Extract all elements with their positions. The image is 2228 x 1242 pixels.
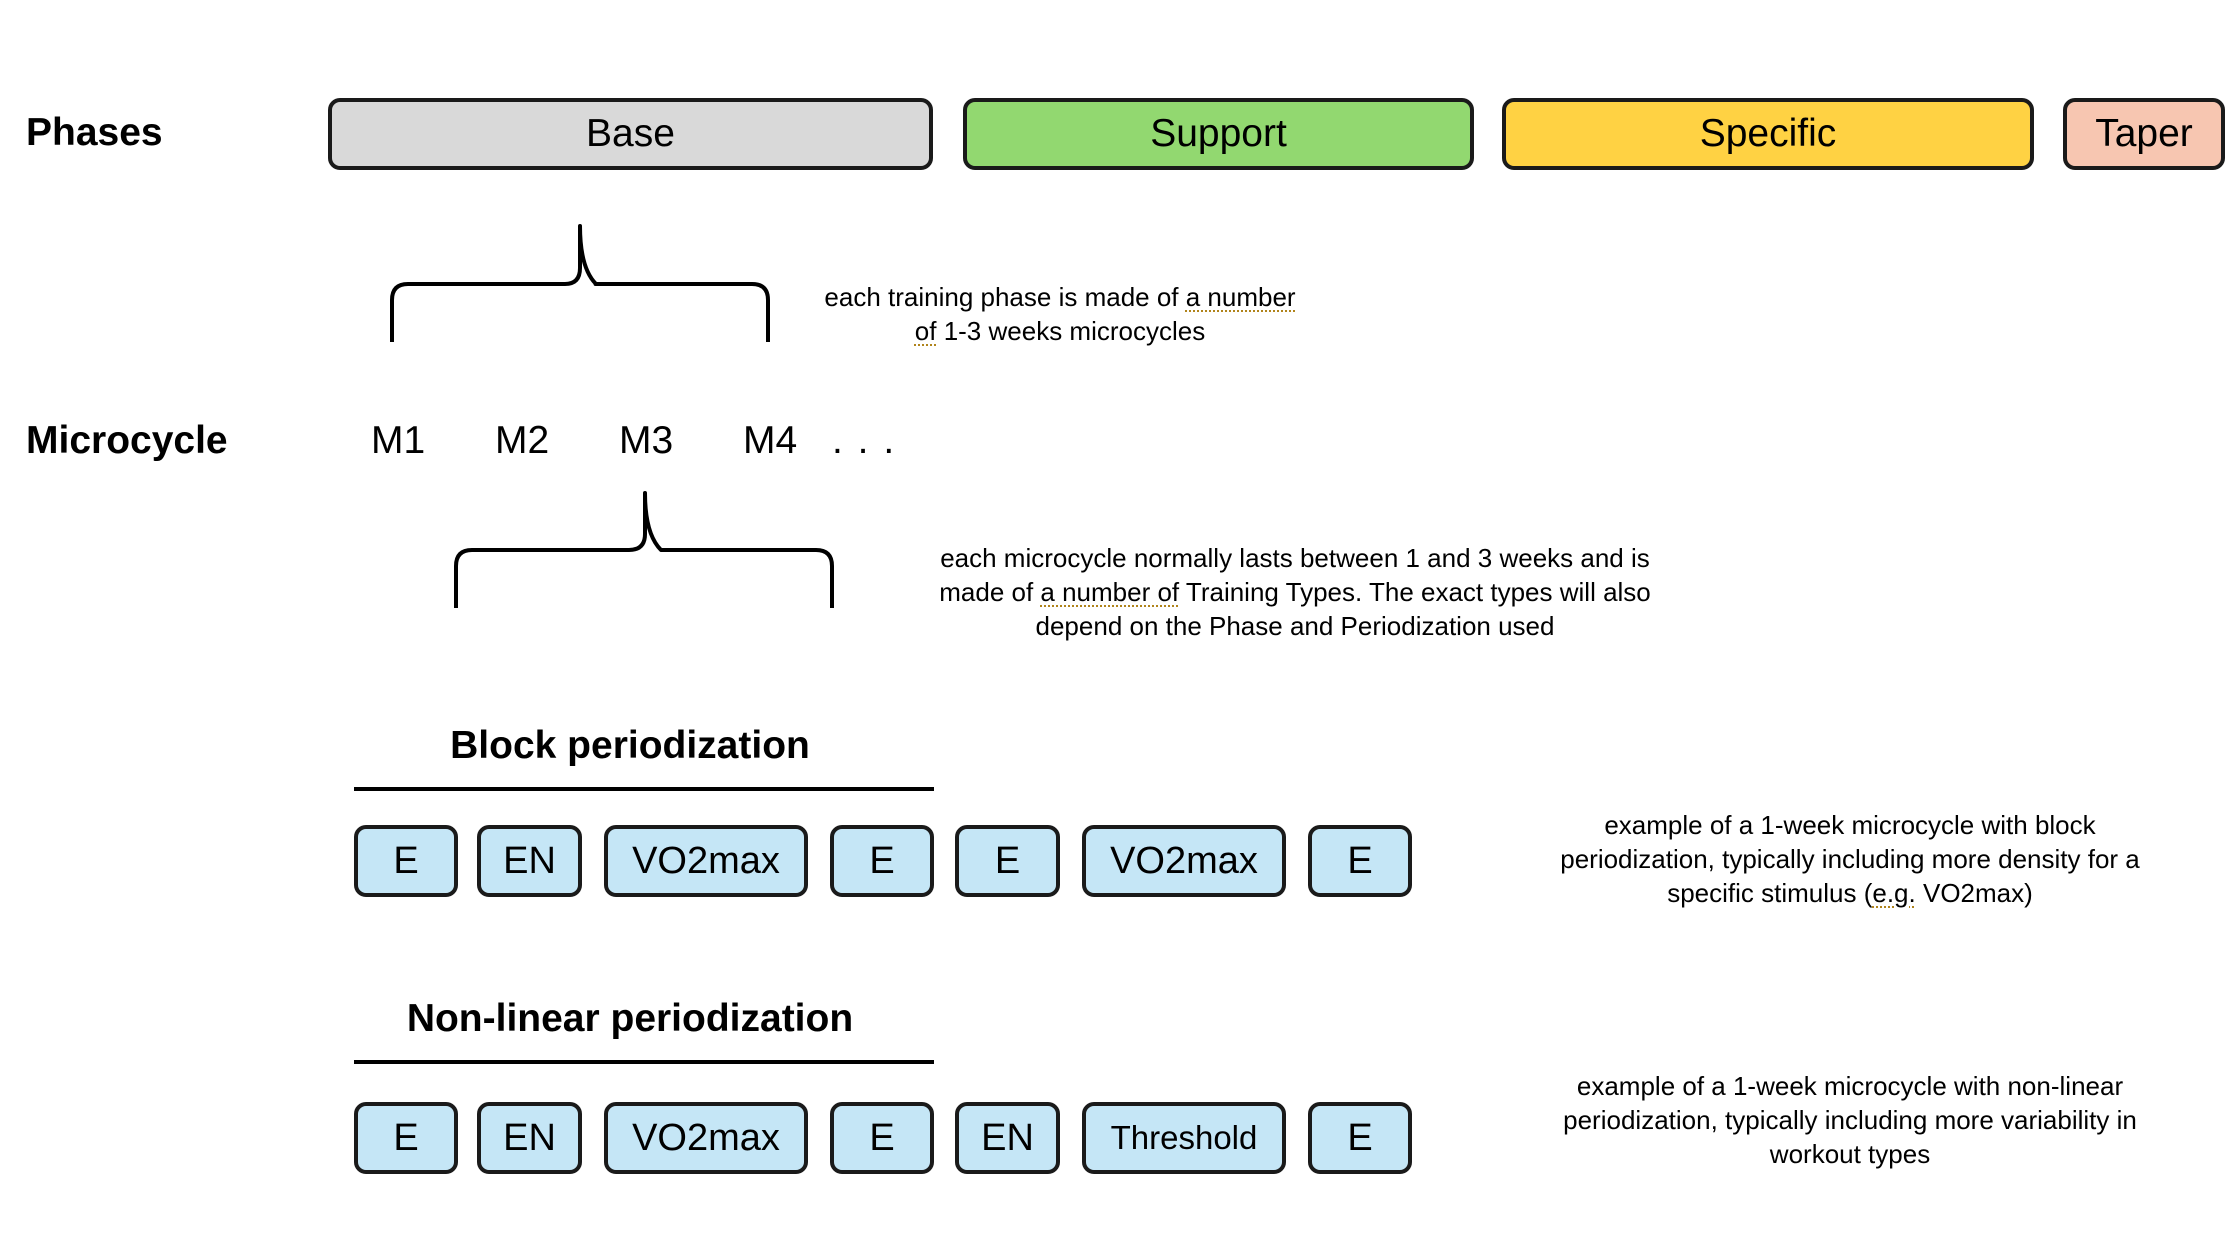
note-phase-text: a number [1185, 282, 1296, 312]
phase-support: Support [963, 98, 1474, 170]
nonlinear-title-rule [354, 1060, 934, 1064]
training-type-box: EN [477, 1102, 582, 1174]
note-microcycle-text: made of [939, 577, 1041, 607]
training-type-box: EN [477, 825, 582, 897]
block-title-rule [354, 787, 934, 791]
training-type-box: VO2max [604, 1102, 808, 1174]
phase-support-label: Support [1150, 112, 1287, 155]
training-type-box: E [1308, 1102, 1412, 1174]
training-type-box: E [830, 1102, 934, 1174]
microcycle-m4: M4 [743, 419, 798, 462]
phase-base: Base [328, 98, 933, 170]
training-type-box: E [354, 1102, 458, 1174]
training-type-box: E [354, 825, 458, 897]
note-phase: each training phase is made of a number … [790, 280, 1330, 348]
note-block-text: e.g. [1872, 878, 1916, 908]
training-type-box: E [955, 825, 1060, 897]
note-microcycle-text: Training Types. The exact types will als… [1179, 577, 1651, 607]
note-nonlinear-text: workout types [1769, 1139, 1931, 1169]
phase-taper-label: Taper [2095, 112, 2193, 155]
block-periodization-title: Block periodization [450, 724, 810, 767]
training-type-box: VO2max [1082, 825, 1286, 897]
phase-specific-label: Specific [1699, 112, 1837, 155]
training-type-box: E [1308, 825, 1412, 897]
training-type-box: EN [955, 1102, 1060, 1174]
phases-label: Phases [26, 111, 163, 154]
note-microcycle-text: each microcycle normally lasts between 1… [940, 543, 1650, 573]
nonlinear-type-row: E EN VO2max E EN Threshold E [0, 1102, 1500, 1174]
phase-base-label: Base [586, 112, 675, 155]
training-type-box: E [830, 825, 934, 897]
microcycle-m3: M3 [619, 419, 674, 462]
training-type-box: Threshold [1082, 1102, 1286, 1174]
note-microcycle-text: depend on the Phase and Periodization us… [1035, 611, 1555, 641]
note-block-text: periodization, typically including more … [1560, 844, 2140, 874]
note-phase-text: 1-3 weeks microcycles [936, 316, 1206, 346]
microcycle-label: Microcycle [26, 419, 228, 462]
note-microcycle: each microcycle normally lasts between 1… [900, 541, 1690, 643]
note-microcycle-text: a number of [1040, 577, 1180, 607]
microcycle-m2: M2 [495, 419, 550, 462]
note-nonlinear-text: example of a 1-week microcycle with non-… [1576, 1071, 2124, 1101]
microcycle-ellipsis: . . . [832, 419, 897, 462]
phase-specific: Specific [1502, 98, 2034, 170]
block-type-row: E EN VO2max E E VO2max E [0, 825, 1500, 897]
training-type-box: VO2max [604, 825, 808, 897]
note-block-text: VO2max) [1915, 878, 2033, 908]
note-block-text: specific stimulus ( [1667, 878, 1873, 908]
note-block-text: example of a 1-week microcycle with bloc… [1604, 810, 2096, 840]
note-nonlinear-text: periodization, typically including more … [1563, 1105, 2137, 1135]
microcycle-m1: M1 [371, 419, 426, 462]
note-phase-text: of [914, 316, 937, 346]
phase-taper: Taper [2063, 98, 2225, 170]
note-block: example of a 1-week microcycle with bloc… [1500, 808, 2200, 910]
nonlinear-periodization-title: Non-linear periodization [406, 997, 854, 1040]
note-nonlinear: example of a 1-week microcycle with non-… [1500, 1069, 2200, 1171]
note-phase-text: each training phase is made of [824, 282, 1186, 312]
